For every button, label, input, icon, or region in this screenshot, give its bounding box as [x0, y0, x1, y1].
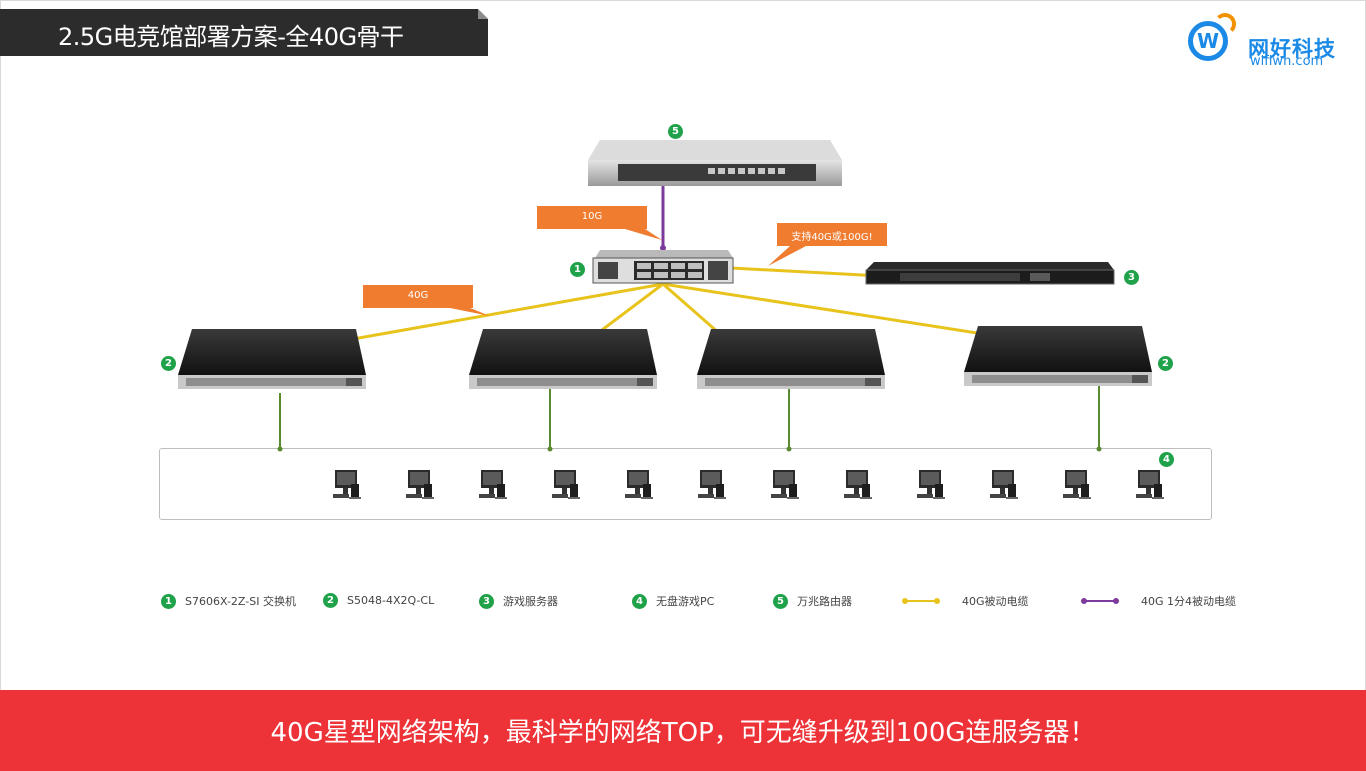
- legend-badge: 1: [161, 593, 176, 609]
- network-diagram: [178, 140, 1164, 499]
- pc-icon: [625, 470, 653, 499]
- router-device: [588, 140, 842, 186]
- access-switch-1: [178, 329, 366, 389]
- cable-40g-server: [730, 266, 882, 278]
- badge-pc-group: 4: [1159, 452, 1174, 467]
- legend-item-40g-cable: 40G被动电缆: [902, 593, 1029, 609]
- callout-10g: 10G: [581, 211, 603, 222]
- legend-label: 40G 1分4被动电缆: [1141, 595, 1237, 608]
- pc-group-box: [159, 448, 1212, 520]
- legend-item-4: 4 无盘游戏PC: [632, 593, 714, 609]
- purple-cable-swatch: [1081, 598, 1119, 604]
- footer-text: 40G星型网络架构，最科学的网络TOP，可无缝升级到100G连服务器！: [270, 718, 1096, 748]
- callout-40g: 40G: [407, 290, 429, 301]
- callout-10g-bubble: [537, 206, 647, 229]
- page-title: 2.5G电竞馆部署方案-全40G骨干: [58, 23, 404, 51]
- legend-badge: 2: [323, 593, 338, 608]
- logo-mark: W: [1188, 21, 1228, 61]
- legend-item-breakout-cable: 40G 1分4被动电缆: [1081, 593, 1237, 609]
- legend-badge: 5: [773, 593, 788, 609]
- company-logo: W 网好科技 wifiwh.com: [1188, 13, 1348, 73]
- callout-40g-bubble: [363, 285, 473, 308]
- legend-label: 无盘游戏PC: [656, 595, 715, 608]
- legend-item-2: 2 S5048-4X2Q-CL: [323, 593, 434, 609]
- pc-icon: [406, 470, 434, 499]
- legend-item-1: 1 S7606X-2Z-SI 交换机: [161, 593, 296, 609]
- legend-item-5: 5 万兆路由器: [773, 593, 852, 609]
- callout-server: 支持40G或100G!: [791, 232, 873, 243]
- access-switch-4: [964, 326, 1152, 386]
- badge-router: 5: [668, 124, 683, 139]
- legend-label: 万兆路由器: [797, 595, 852, 608]
- legend-item-3: 3 游戏服务器: [479, 593, 558, 609]
- legend-label: 40G被动电缆: [962, 595, 1029, 608]
- game-server-device: [865, 262, 1115, 285]
- badge-access-left: 2: [161, 356, 176, 371]
- cable-endpoint: [660, 245, 666, 251]
- pc-icon: [333, 470, 361, 499]
- pc-icon: [1136, 470, 1164, 499]
- access-switch-2: [469, 329, 657, 389]
- access-switch-3: [697, 329, 885, 389]
- wifi-wave-icon: [1214, 13, 1236, 35]
- yellow-cable-swatch: [902, 598, 940, 604]
- pc-icon: [552, 470, 580, 499]
- callout-server-bubble: [777, 223, 887, 246]
- pc-icon: [1063, 470, 1091, 499]
- pc-icon: [479, 470, 507, 499]
- logo-url: wifiwh.com: [1250, 54, 1324, 69]
- legend-badge: 4: [632, 593, 647, 609]
- legend-badge: 3: [479, 593, 494, 609]
- pc-icon: [698, 470, 726, 499]
- core-switch-device: [592, 250, 734, 284]
- badge-server: 3: [1124, 270, 1139, 285]
- pc-icon: [917, 470, 945, 499]
- footer-banner: 40G星型网络架构，最科学的网络TOP，可无缝升级到100G连服务器！: [0, 690, 1366, 771]
- legend-label: S7606X-2Z-SI 交换机: [185, 595, 296, 608]
- legend-label: 游戏服务器: [503, 595, 558, 608]
- badge-access-right: 2: [1158, 356, 1173, 371]
- logo-name: 网好科技: [1248, 37, 1336, 61]
- title-bar: [0, 9, 488, 56]
- pc-icon: [844, 470, 872, 499]
- legend-label: S5048-4X2Q-CL: [347, 594, 435, 607]
- badge-core: 1: [570, 262, 585, 277]
- pc-icon: [771, 470, 799, 499]
- pc-icon: [990, 470, 1018, 499]
